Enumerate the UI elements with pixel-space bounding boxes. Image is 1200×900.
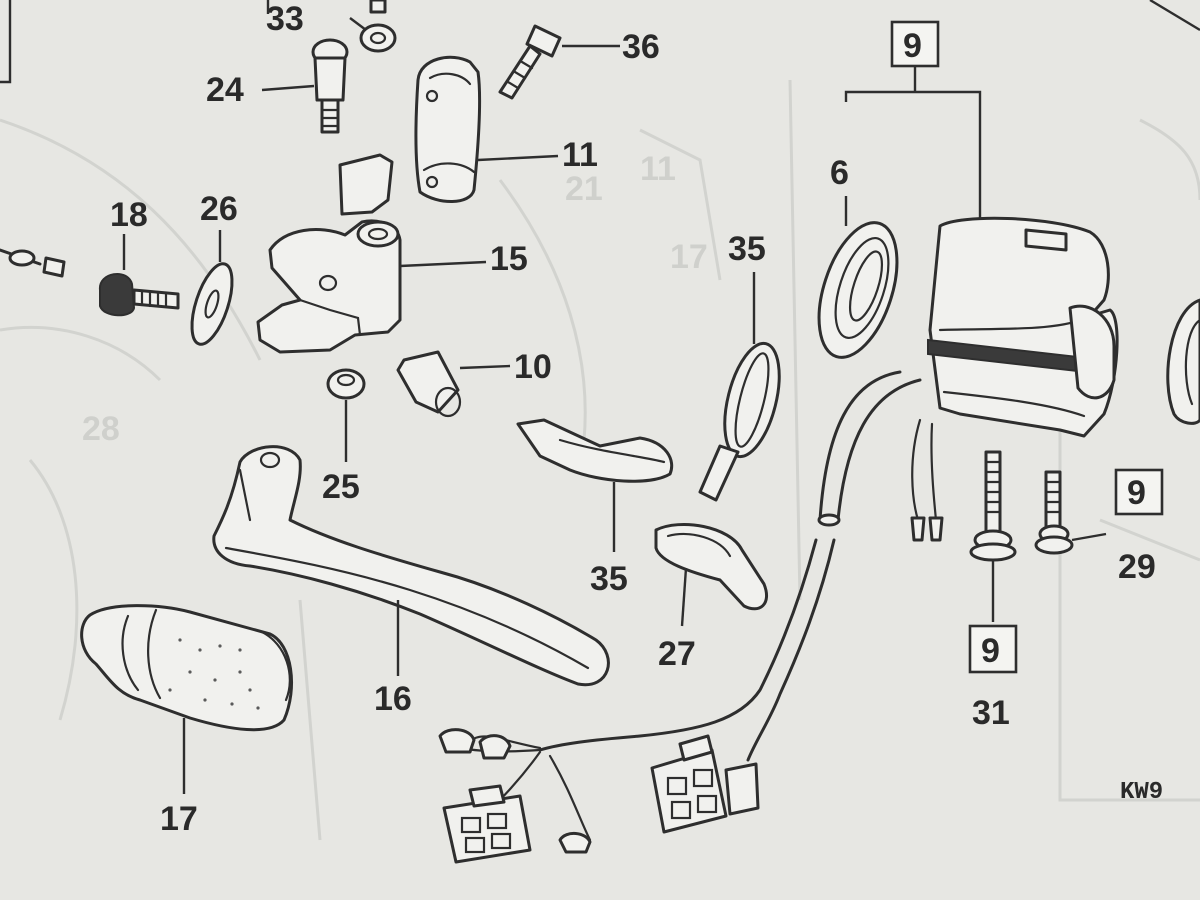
ghost-labels: 21 11 17 28 [82, 150, 708, 448]
leader-29 [1071, 532, 1107, 542]
cable-harness-lower [438, 538, 836, 854]
label-24: 24 [206, 71, 244, 109]
part-35-cable-tie-upper [698, 341, 781, 502]
boxed-9-top: 9 [903, 27, 922, 65]
part-15-lever-bracket [256, 153, 402, 354]
label-36: 36 [622, 28, 660, 66]
part-36-screw [498, 24, 562, 100]
label-10: 10 [514, 348, 552, 386]
part-29-bolt [1034, 470, 1074, 555]
leader-27 [680, 567, 688, 627]
frame-corner [0, 0, 12, 84]
part-27-cable-tie [654, 523, 768, 611]
label-29: 29 [1118, 548, 1156, 586]
label-35-lower: 35 [590, 560, 628, 598]
label-18: 18 [110, 196, 148, 234]
part-10-switch [396, 350, 462, 418]
part-16-lever [212, 445, 610, 687]
ghost-label-17: 17 [670, 238, 708, 276]
drawing-code: KW9 [1120, 779, 1163, 806]
boxed-9-right-frame [1114, 468, 1164, 516]
label-25: 25 [322, 468, 360, 506]
part-31-bolt [969, 450, 1017, 562]
part-partial-ring-right [1166, 298, 1200, 425]
label-26: 26 [200, 190, 238, 228]
connector-left [442, 784, 532, 864]
frame-edge-top-right [1149, 0, 1200, 32]
leader-15 [399, 260, 487, 268]
label-17: 17 [160, 800, 198, 838]
cable-harness-upper [817, 370, 944, 542]
part-11-clamp-holder [414, 55, 482, 203]
part-switch-housing [927, 216, 1119, 438]
label-11: 11 [562, 136, 598, 174]
cable-end-left [0, 248, 66, 278]
leader-24 [261, 84, 315, 92]
ghost-label-11: 11 [640, 150, 676, 188]
part-24-pivot-bolt [311, 38, 349, 134]
part-35-cable-tie-lower [516, 418, 673, 483]
label-31: 31 [972, 694, 1010, 732]
label-15: 15 [490, 240, 528, 278]
label-33: 33 [266, 0, 304, 38]
part-26-washer [190, 262, 234, 346]
boxed-9-bottom-frame [968, 624, 1018, 674]
part-17-grip [80, 604, 294, 732]
part-33-nut [349, 0, 397, 53]
boxed-9-bottom: 9 [981, 632, 1000, 670]
ghost-label-21: 21 [565, 170, 603, 208]
leader-10 [459, 364, 511, 370]
boxed-9-right: 9 [1127, 474, 1146, 512]
leader-11 [477, 154, 559, 162]
label-27: 27 [658, 635, 696, 673]
part-6-grommet [817, 221, 899, 359]
part-18-adjuster-screw [98, 272, 180, 317]
part-25-collar [326, 368, 366, 400]
label-35-upper: 35 [728, 230, 766, 268]
leader-9-top [844, 66, 982, 224]
label-6: 6 [830, 154, 849, 192]
ghost-label-28: 28 [82, 410, 120, 448]
connector-right [650, 734, 760, 834]
label-16: 16 [374, 680, 412, 718]
